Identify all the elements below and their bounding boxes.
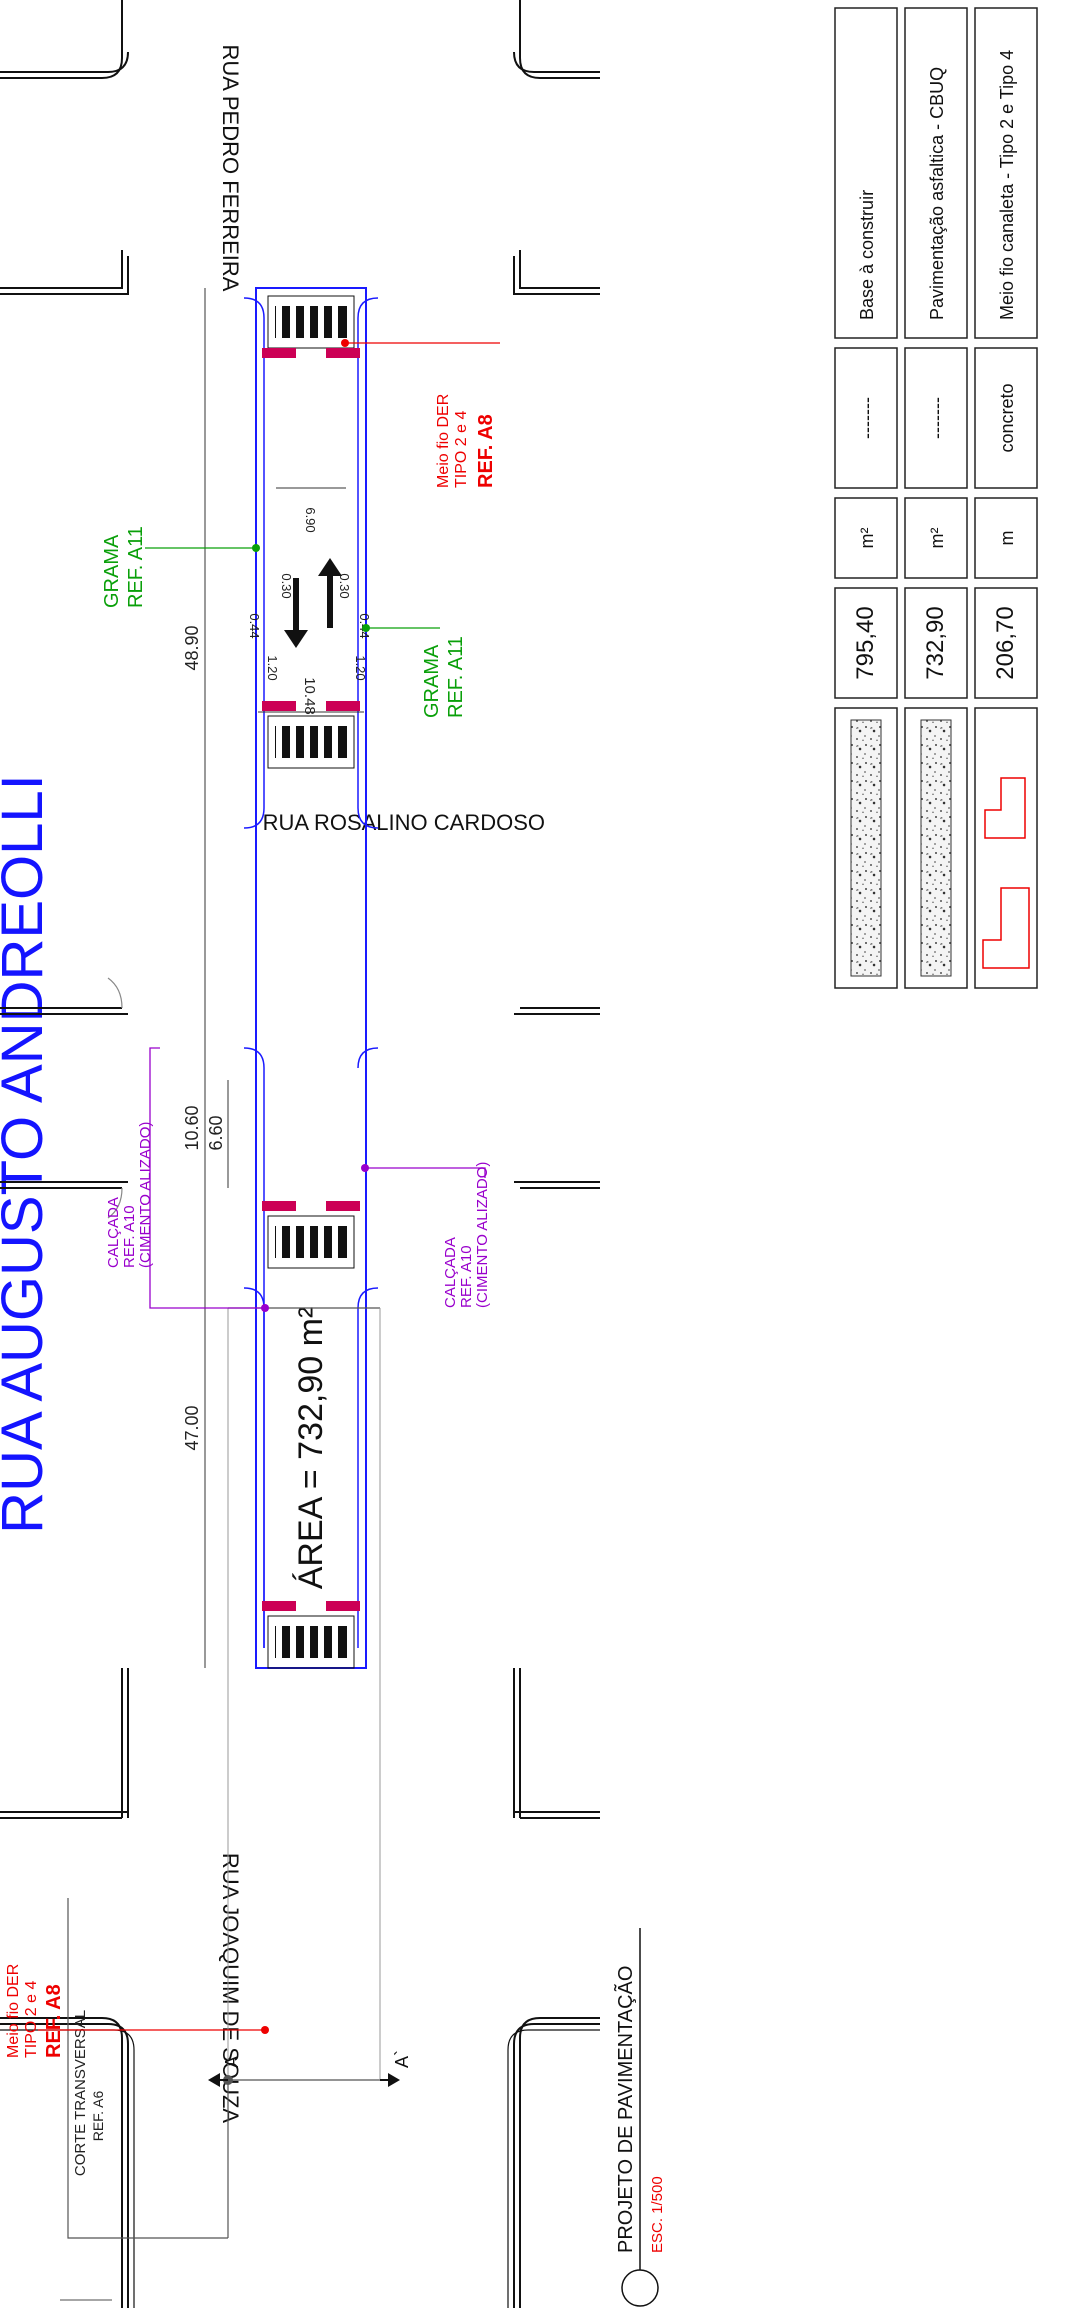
grama-1-label: GRAMA [101,534,123,608]
legend-unit-text: m² [857,528,877,549]
legend-quantity-cell [974,587,1038,699]
callout-meio-fio-1 [38,2026,269,2034]
legend-table: 795,40 m² ------- Base à construir 732,90 m² -… [834,7,1038,989]
section-mark-a2: A` [392,2050,412,2068]
meio-fio-2-line1: Meio fio DER [435,394,452,488]
middle-street-lines [0,977,600,1219]
dim-47-00: 47.00 [182,1405,202,1450]
project-label: PROJETO DE PAVIMENTAÇÃO [613,1966,637,2253]
legend-unit-cell [834,497,898,579]
legend-material-text: ------- [857,397,877,439]
legend-quantity-text: 795,40 [852,606,879,679]
legend-material-cell [974,347,1038,489]
legend-material-text: concreto [997,383,1017,452]
street-label-middle: RUA ROSALINO CARDOSO [263,810,545,835]
crosswalk-3 [262,701,360,769]
sheet-title: RUA AUGUSTO ANDREOLLI [0,774,55,1534]
dim-1-20-a: 1.20 [265,655,280,680]
street-label-right: RUA PEDRO FERREIRA [218,45,243,292]
legend-unit-text: m [997,531,1017,546]
dim-6-60: 6.60 [206,1115,226,1150]
callout-grama-1 [145,544,260,552]
calcada-2-line1: CALÇADA [442,1237,459,1308]
legend-quantity-text: 206,70 [992,606,1019,679]
meio-fio-1-ref: REF. A8 [43,1984,65,2058]
legend-material-text: ------- [927,397,947,439]
legend-description-text: Pavimentação asfaltica - CBUQ [927,67,947,320]
legend-unit-text: m² [927,528,947,549]
callout-meio-fio-2 [341,339,500,347]
calcada-2-line2: REF. A10 [458,1245,475,1308]
meio-fio-1-line2: TIPO 2 e 4 [23,1981,40,2058]
curb-type-2-profile [982,887,1030,969]
legend-quantity-cell [834,587,898,699]
meio-fio-2-line2: TIPO 2 e 4 [453,411,470,488]
dim-6-90: 6.90 [303,507,318,532]
calcada-1-line1: CALÇADA [105,1197,122,1268]
crosswalk-1 [262,1601,360,1669]
left-street-lines [0,1668,600,2308]
legend-quantity-cell [904,587,968,699]
section-ref: REF. A6 [90,2091,106,2142]
callout-calcada-2 [361,1164,486,1178]
calcada-1-line3: (CIMENTO ALIZADO) [137,1122,154,1268]
grama-2-ref: REF. A11 [445,636,467,718]
gravel-hatch-swatch [850,719,882,977]
legend-description-cell [974,7,1038,339]
grama-2-label: GRAMA [421,644,443,718]
dim-1-20-b: 1.20 [353,655,368,680]
dim-0-30-b: 0.30 [337,573,352,598]
dimension-lines [204,288,364,1668]
legend-unit-cell [974,497,1038,579]
grama-1-ref: REF. A11 [125,526,147,608]
dim-10-60: 10.60 [182,1105,202,1150]
scale-label: ESC. 1/500 [649,2176,666,2253]
dim-0-44-a: 0.44 [247,613,262,638]
legend-description-text: Base à construir [857,190,877,320]
dim-0-30-a: 0.30 [279,573,294,598]
callout-grama-2 [362,624,440,632]
section-mark-a: A [222,2056,242,2068]
legend-material-cell [834,347,898,489]
project-title-block [621,1928,659,2307]
legend-quantity-text: 732,90 [922,606,949,679]
meio-fio-2-ref: REF. A8 [475,414,497,488]
section-label: CORTE TRANSVERSAL [72,2010,89,2176]
calcada-2-line3: (CIMENTO ALIZADO) [474,1162,491,1308]
legend-description-cell [904,7,968,339]
meio-fio-1-line1: Meio fio DER [5,1964,22,2058]
curb-type-4-profile [984,777,1026,839]
calcada-1-line2: REF. A10 [121,1205,138,1268]
dim-48-90: 48.90 [182,625,202,670]
right-street-lines [0,0,600,295]
legend-description-text: Meio fio canaleta - Tipo 2 e Tipo 4 [997,50,1017,320]
crosswalk-4 [262,295,360,358]
legend-symbol-cell [974,707,1038,989]
section-cut-marker [67,1307,400,2239]
legend-unit-cell [904,497,968,579]
traffic-direction-arrows [284,558,342,648]
callout-calcada-1 [149,1047,269,1312]
legend-material-cell [904,347,968,489]
dim-10-48: 10.48 [301,677,318,715]
gravel-hatch-swatch [920,719,952,977]
crosswalk-2 [262,1201,360,1269]
legend-description-cell [834,7,898,339]
area-label: ÁREA = 732,90 m² [292,1307,330,1590]
